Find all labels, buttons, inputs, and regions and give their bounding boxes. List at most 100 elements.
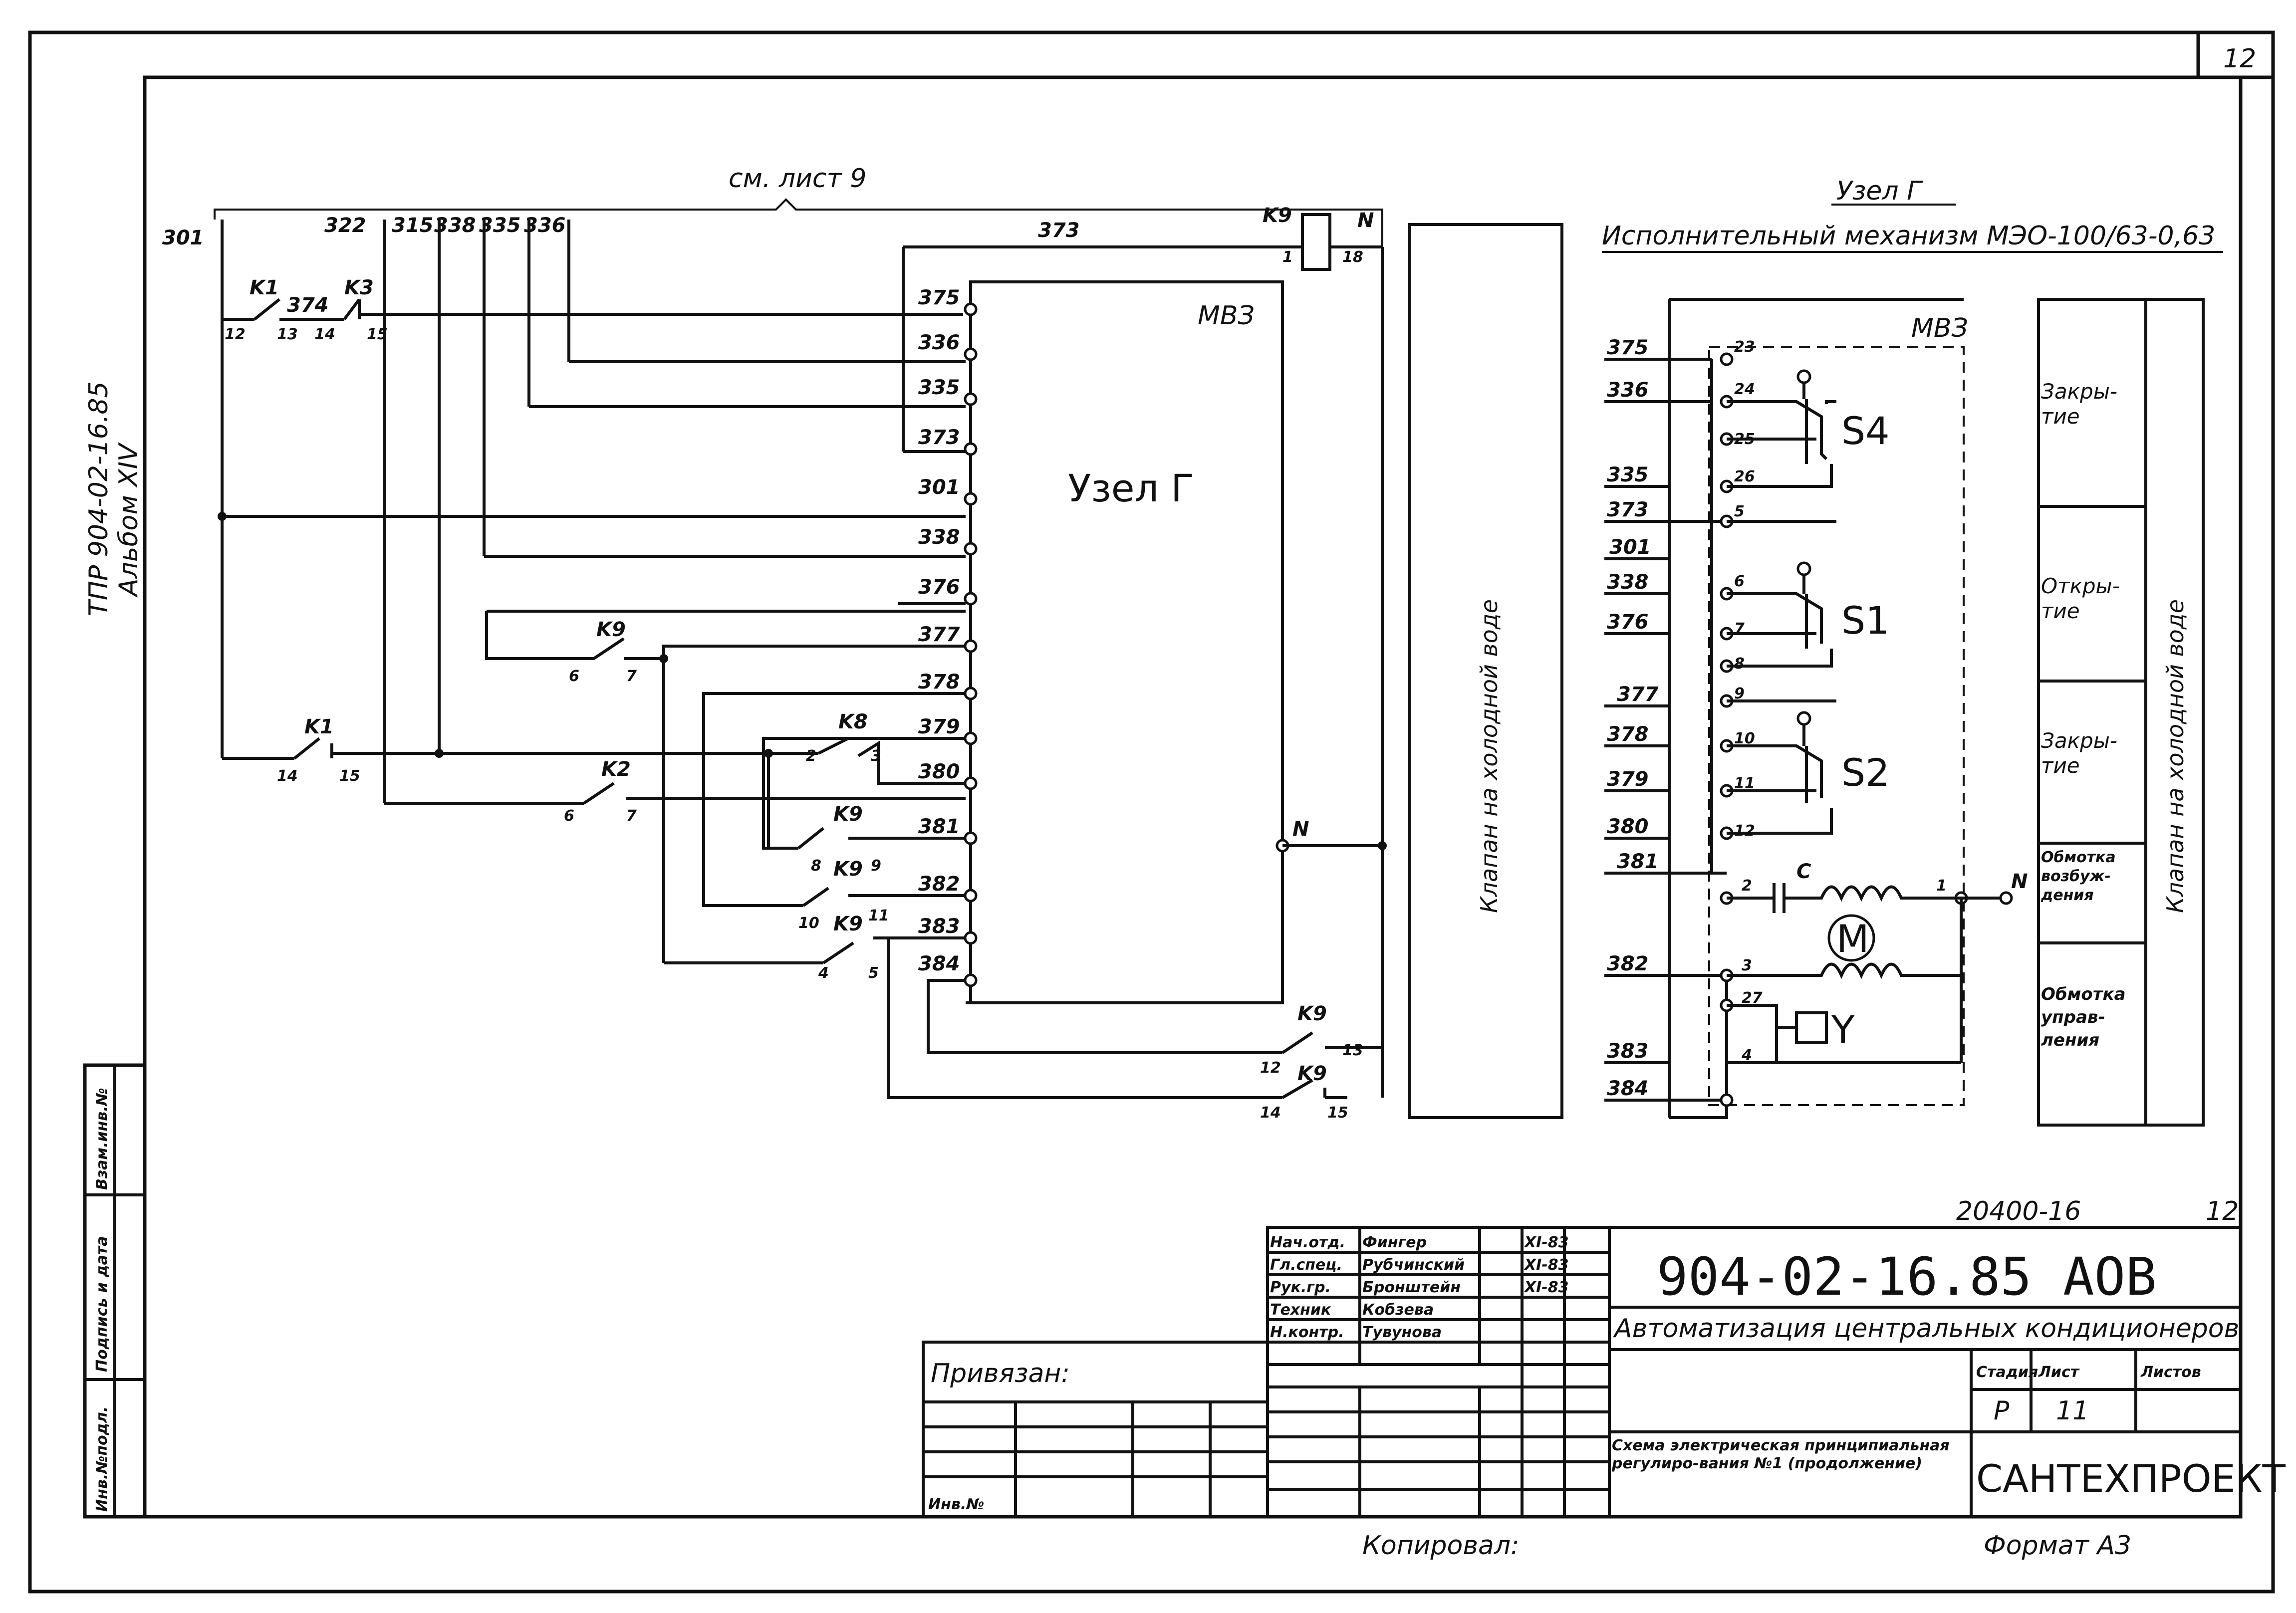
svg-text:301: 301 bbox=[918, 476, 960, 499]
svg-text:375: 375 bbox=[1607, 336, 1649, 359]
svg-text:8: 8 bbox=[1734, 655, 1745, 673]
svg-text:XI-83: XI-83 bbox=[1524, 1256, 1569, 1274]
motor-label: M bbox=[1836, 917, 1869, 961]
doc-number: 20400-16 bbox=[1956, 1196, 2081, 1226]
svg-text:380: 380 bbox=[1607, 815, 1649, 838]
contact-k8-label: K8 bbox=[838, 710, 868, 733]
binding-section: Привязан: Инв.№ bbox=[922, 1341, 1269, 1518]
terminal-block-label: МВЗ bbox=[1198, 301, 1255, 331]
outer-frame bbox=[28, 30, 2275, 1594]
legend-row-excitation: Обмотка возбуж-дения bbox=[2041, 849, 2116, 904]
svg-text:1: 1 bbox=[1282, 248, 1293, 266]
wire-301: 301 bbox=[162, 227, 204, 249]
stamp-sign: Подпись и дата bbox=[93, 1236, 111, 1372]
svg-text:4: 4 bbox=[818, 964, 829, 982]
stamp-replace: Взам.инв.№ bbox=[93, 1088, 111, 1190]
title-block: 20400-16 12 904-02-16.85 АОВ Автоматизац… bbox=[1266, 1196, 2286, 1518]
svg-text:378: 378 bbox=[1607, 723, 1649, 746]
svg-text:383: 383 bbox=[1607, 1040, 1649, 1063]
svg-text:15: 15 bbox=[1327, 1104, 1348, 1122]
coil-label: Y bbox=[1831, 1007, 1855, 1052]
svg-text:376: 376 bbox=[1607, 611, 1649, 634]
contact-k9-c-label: K9 bbox=[833, 858, 863, 881]
svg-text:9: 9 bbox=[871, 857, 881, 875]
svg-text:379: 379 bbox=[1607, 768, 1649, 791]
legend-row-close-2: Закры-тие bbox=[2041, 728, 2118, 778]
svg-text:373: 373 bbox=[918, 426, 960, 449]
contact-k1-label: K1 bbox=[250, 276, 279, 299]
svg-text:383: 383 bbox=[918, 915, 960, 938]
svg-text:13: 13 bbox=[277, 326, 298, 343]
wire-374: 374 bbox=[287, 294, 329, 317]
left-scheme: см. лист 9 301 322 315 338 335 336 K1 12… bbox=[162, 164, 1387, 1122]
wire-315: 315 bbox=[392, 214, 434, 237]
sheet-format: Формат А3 bbox=[1984, 1531, 2131, 1561]
svg-text:15: 15 bbox=[339, 767, 360, 785]
svg-text:Гл.спец.: Гл.спец. bbox=[1270, 1256, 1342, 1274]
page-number: 12 bbox=[2223, 44, 2256, 74]
relay-k9-label: K9 bbox=[1263, 204, 1292, 227]
svg-text:Техник: Техник bbox=[1270, 1301, 1331, 1319]
side-stamp: Инв.№подл. Подпись и дата Взам.инв.№ bbox=[83, 1063, 147, 1519]
stage-header: Стадия bbox=[1976, 1364, 2038, 1381]
svg-text:23: 23 bbox=[1734, 338, 1755, 356]
page-number-box bbox=[2196, 30, 2275, 79]
svg-text:12: 12 bbox=[1734, 822, 1755, 840]
node-label: Узел Г bbox=[1068, 466, 1194, 510]
legend-row-close-1: Закры-тие bbox=[2041, 379, 2118, 429]
svg-text:3: 3 bbox=[871, 747, 881, 765]
svg-text:376: 376 bbox=[918, 576, 960, 599]
contact-k9-b-label: K9 bbox=[833, 803, 863, 826]
contact-k9-a-label: K9 bbox=[596, 618, 626, 641]
svg-text:14: 14 bbox=[277, 767, 298, 785]
svg-text:3: 3 bbox=[1742, 957, 1752, 974]
svg-text:382: 382 bbox=[918, 873, 960, 896]
svg-text:4: 4 bbox=[1741, 1047, 1752, 1064]
svg-text:384: 384 bbox=[1607, 1077, 1649, 1100]
contact-k9-d-label: K9 bbox=[833, 913, 863, 935]
svg-text:338: 338 bbox=[918, 526, 960, 549]
svg-text:380: 380 bbox=[918, 760, 960, 783]
svg-text:2: 2 bbox=[806, 747, 816, 765]
svg-text:Бронштейн: Бронштейн bbox=[1362, 1279, 1461, 1296]
album-label: Альбом XIV bbox=[114, 442, 144, 598]
contact-k2-label: K2 bbox=[601, 758, 631, 781]
svg-text:381: 381 bbox=[1617, 850, 1659, 873]
svg-text:24: 24 bbox=[1734, 381, 1755, 398]
right-title: Узел Г bbox=[1836, 176, 1923, 206]
legend-row-control: Обмотка управ-ления bbox=[2041, 984, 2126, 1050]
svg-text:26: 26 bbox=[1734, 468, 1755, 485]
svg-text:6: 6 bbox=[1734, 573, 1745, 590]
svg-text:375: 375 bbox=[918, 286, 960, 309]
svg-text:Рук.гр.: Рук.гр. bbox=[1270, 1279, 1331, 1296]
svg-text:2: 2 bbox=[1742, 877, 1752, 895]
svg-text:377: 377 bbox=[1617, 683, 1659, 706]
bound-label: Привязан: bbox=[931, 1359, 1070, 1388]
svg-text:336: 336 bbox=[918, 331, 960, 354]
doc-title: Автоматизация центральных кондиционеров bbox=[1613, 1314, 2239, 1344]
svg-text:336: 336 bbox=[1607, 379, 1649, 402]
contact-k1-b-label: K1 bbox=[304, 715, 334, 738]
contact-k9-e-label: K9 bbox=[1297, 1002, 1327, 1025]
svg-text:381: 381 bbox=[918, 815, 960, 838]
svg-text:18: 18 bbox=[1342, 248, 1363, 266]
stamp-inv: Инв.№подл. bbox=[93, 1406, 111, 1512]
sheet-value: 11 bbox=[2056, 1396, 2089, 1426]
terminal-block bbox=[969, 280, 1284, 1004]
right-scheme: Узел Г Исполнительный механизм МЭО-100/6… bbox=[1602, 176, 2223, 1119]
svg-text:Фингер: Фингер bbox=[1362, 1234, 1427, 1251]
wire-322: 322 bbox=[324, 214, 366, 237]
capacitor-label: C bbox=[1796, 860, 1811, 883]
svg-text:8: 8 bbox=[811, 857, 821, 875]
svg-text:5: 5 bbox=[1734, 503, 1745, 520]
svg-text:377: 377 bbox=[918, 623, 960, 646]
svg-text:10: 10 bbox=[798, 915, 819, 932]
relay-neutral: N bbox=[1357, 209, 1374, 232]
svg-text:1: 1 bbox=[1936, 877, 1947, 895]
terminal-circles bbox=[964, 302, 1289, 987]
project-code: ТПР 904-02-16.85 bbox=[84, 381, 114, 616]
svg-text:Тувунова: Тувунова bbox=[1362, 1324, 1442, 1341]
reference-label: см. лист 9 bbox=[729, 164, 866, 194]
motor-symbol bbox=[1827, 914, 1875, 962]
